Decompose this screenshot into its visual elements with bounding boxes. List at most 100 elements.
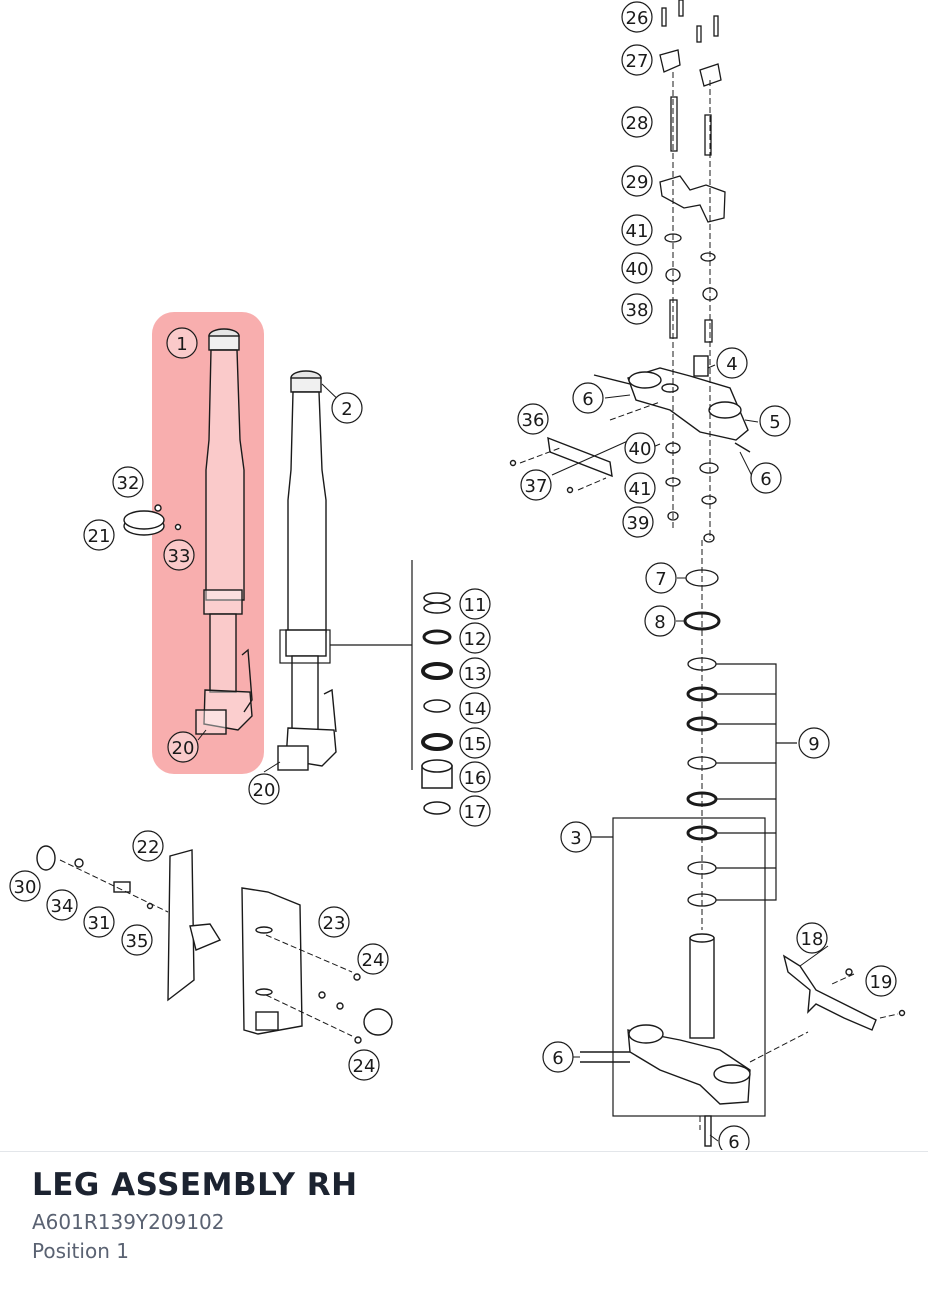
svg-text:6: 6: [552, 1048, 563, 1069]
callout-leaders: [197, 364, 829, 1142]
assembly-3-box: [612, 817, 766, 1117]
svg-text:16: 16: [464, 768, 487, 789]
svg-text:4: 4: [726, 354, 737, 375]
svg-text:41: 41: [626, 221, 649, 242]
lower-stem-parts: [665, 442, 721, 907]
upper-triple-clamp: [593, 355, 751, 453]
callout-39[interactable]: 39: [622, 506, 654, 538]
callout-35[interactable]: 35: [121, 924, 153, 956]
svg-text:28: 28: [626, 113, 649, 134]
callout-1[interactable]: 1: [166, 327, 198, 359]
callout-40-lower[interactable]: 40: [624, 432, 656, 464]
svg-text:20: 20: [172, 738, 195, 759]
svg-text:3: 3: [570, 828, 581, 849]
svg-text:20: 20: [253, 780, 276, 801]
part-code: A601R139Y209102: [32, 1210, 225, 1234]
svg-text:35: 35: [126, 931, 149, 952]
callout-34[interactable]: 34: [46, 889, 78, 921]
callout-24-upper[interactable]: 24: [357, 943, 389, 975]
callout-7[interactable]: 7: [645, 562, 677, 594]
callout-16[interactable]: 16: [459, 761, 491, 793]
callout-33[interactable]: 33: [163, 539, 195, 571]
callout-38[interactable]: 38: [621, 293, 653, 325]
svg-text:31: 31: [88, 913, 111, 934]
callout-2[interactable]: 2: [331, 392, 363, 424]
callout-28[interactable]: 28: [621, 106, 653, 138]
svg-text:2: 2: [341, 399, 352, 420]
svg-text:14: 14: [464, 699, 487, 720]
svg-text:33: 33: [168, 546, 191, 567]
callout-20[interactable]: 20: [248, 773, 280, 805]
callout-24-lower[interactable]: 24: [348, 1049, 380, 1081]
handlebar-clamp-parts: [659, 0, 726, 343]
callout-13[interactable]: 13: [459, 657, 491, 689]
fork-guard-parts: [36, 845, 393, 1044]
callout-6-lower[interactable]: 6: [542, 1041, 574, 1073]
callout-41-upper[interactable]: 41: [621, 214, 653, 246]
svg-text:6: 6: [582, 389, 593, 410]
callout-9[interactable]: 9: [798, 727, 830, 759]
svg-text:24: 24: [353, 1056, 376, 1077]
callout-15[interactable]: 15: [459, 727, 491, 759]
callout-27[interactable]: 27: [621, 44, 653, 76]
callout-22[interactable]: 22: [132, 830, 164, 862]
assembly-title: LEG ASSEMBLY RH: [32, 1167, 358, 1203]
callout-18[interactable]: 18: [796, 922, 828, 954]
callout-17[interactable]: 17: [459, 795, 491, 827]
callout-8[interactable]: 8: [644, 605, 676, 637]
callout-36[interactable]: 36: [517, 403, 549, 435]
fork-leg-2: [277, 370, 337, 771]
callout-30[interactable]: 30: [9, 870, 41, 902]
seal-kit-parts: [421, 592, 453, 815]
svg-text:1: 1: [176, 334, 187, 355]
part-info-footer: LEG ASSEMBLY RH A601R139Y209102 Position…: [0, 1151, 928, 1291]
svg-text:40: 40: [626, 259, 649, 280]
brake-line-guide-18: [782, 954, 906, 1031]
callout-31[interactable]: 31: [83, 906, 115, 938]
svg-text:11: 11: [464, 595, 487, 616]
assembly-dash-lines: [59, 72, 899, 1130]
callout-32[interactable]: 32: [112, 466, 144, 498]
callout-20-highlighted[interactable]: 20: [167, 731, 199, 763]
clamp-21: [123, 504, 182, 536]
callout-4[interactable]: 4: [716, 347, 748, 379]
svg-text:22: 22: [137, 837, 160, 858]
svg-text:19: 19: [870, 972, 893, 993]
svg-text:12: 12: [464, 629, 487, 650]
callout-19[interactable]: 19: [865, 965, 897, 997]
callout-21[interactable]: 21: [83, 519, 115, 551]
callout-12[interactable]: 12: [459, 622, 491, 654]
callouts: 1 2 3 4 5 6 6 6 6 7 8 9 11 12 13 14 15 1…: [9, 1, 897, 1150]
position-label: Position 1: [32, 1239, 129, 1263]
svg-text:36: 36: [522, 410, 545, 431]
callout-6-bottom[interactable]: 6: [718, 1125, 750, 1150]
svg-text:15: 15: [464, 734, 487, 755]
number-plate-bracket: [509, 436, 613, 494]
svg-text:26: 26: [626, 8, 649, 29]
callout-37[interactable]: 37: [520, 469, 552, 501]
callout-6-top[interactable]: 6: [572, 382, 604, 414]
callout-29[interactable]: 29: [621, 165, 653, 197]
svg-text:40: 40: [629, 439, 652, 460]
callout-14[interactable]: 14: [459, 692, 491, 724]
svg-text:5: 5: [769, 412, 780, 433]
svg-text:7: 7: [655, 569, 666, 590]
callout-5[interactable]: 5: [759, 405, 791, 437]
fork-leg-1: [195, 328, 253, 735]
callout-26[interactable]: 26: [621, 1, 653, 33]
callout-40-upper[interactable]: 40: [621, 252, 653, 284]
svg-text:18: 18: [801, 929, 824, 950]
callout-3[interactable]: 3: [560, 821, 592, 853]
callout-41-lower[interactable]: 41: [624, 472, 656, 504]
svg-text:34: 34: [51, 896, 74, 917]
callout-11[interactable]: 11: [459, 588, 491, 620]
svg-text:32: 32: [117, 473, 140, 494]
bracket-9: [716, 663, 797, 901]
svg-text:29: 29: [626, 172, 649, 193]
lower-triple-clamp: [580, 933, 751, 1147]
callout-6-right[interactable]: 6: [750, 462, 782, 494]
svg-text:41: 41: [629, 479, 652, 500]
svg-text:6: 6: [728, 1132, 739, 1150]
callout-23[interactable]: 23: [318, 906, 350, 938]
seal-detail-box: [279, 629, 331, 664]
